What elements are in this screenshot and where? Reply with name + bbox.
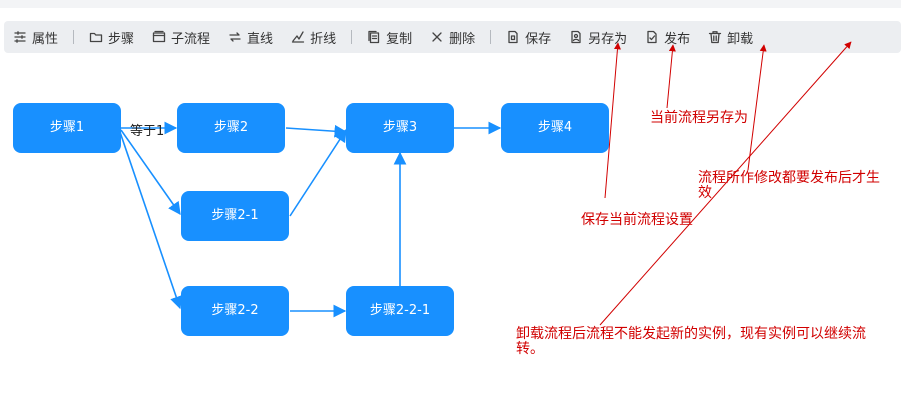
subflow-label: 子流程 (171, 31, 211, 47)
annotation-save: 保存当前流程设置 (581, 212, 693, 228)
delete-label: 删除 (449, 31, 476, 47)
straight-line-icon (229, 32, 241, 42)
save-as-button[interactable]: 另存为 (560, 21, 636, 53)
annotation-publish: 流程所作修改都要发布后才生效 (698, 170, 880, 201)
node-step2-2[interactable]: 步骤2-2 (181, 286, 289, 336)
toolbar-separator (490, 30, 492, 44)
step-label: 步骤 (108, 31, 135, 47)
close-icon (432, 32, 442, 42)
publish-icon (647, 30, 657, 44)
node-step2[interactable]: 步骤2 (177, 103, 285, 153)
publish-label: 发布 (664, 31, 691, 47)
straight-line-button[interactable]: 直线 (219, 21, 282, 53)
uninstall-button[interactable]: 卸载 (699, 21, 762, 53)
properties-button[interactable]: 属性 (4, 21, 67, 53)
edge-step2-step3 (285, 124, 348, 138)
sliders-icon (14, 31, 26, 43)
flow-canvas[interactable]: 步骤1 步骤2 步骤3 步骤4 步骤2-1 步骤2-2 步骤2-2-1 等于1 (0, 60, 901, 417)
edge-step1-step2-2 (119, 131, 183, 310)
window-icon (152, 30, 166, 43)
save-button[interactable]: 保存 (497, 21, 560, 53)
annotation-save-as: 当前流程另存为 (650, 110, 748, 126)
toolbar: 属性 步骤 子流程 直线 折线 复制 删除 保存 另存为 发布 卸载 (4, 21, 901, 53)
edge-label-equals-1: 等于1 (130, 124, 165, 139)
copy-icon (368, 30, 380, 44)
node-step2-1[interactable]: 步骤2-1 (181, 191, 289, 241)
trash-icon (709, 31, 722, 44)
top-strip (0, 0, 901, 8)
polyline-button[interactable]: 折线 (282, 21, 345, 53)
publish-button[interactable]: 发布 (636, 21, 699, 53)
save-as-icon (571, 30, 581, 44)
polyline-label: 折线 (310, 31, 337, 47)
step-button[interactable]: 步骤 (80, 21, 143, 53)
node-step4[interactable]: 步骤4 (501, 103, 609, 153)
straight-line-label: 直线 (247, 31, 274, 47)
properties-label: 属性 (32, 31, 59, 47)
save-icon (508, 30, 518, 44)
save-as-label: 另存为 (588, 31, 628, 47)
toolbar-separator (351, 30, 353, 44)
save-label: 保存 (525, 31, 552, 47)
subflow-button[interactable]: 子流程 (143, 21, 219, 53)
node-step2-2-1[interactable]: 步骤2-2-1 (346, 286, 454, 336)
delete-button[interactable]: 删除 (421, 21, 484, 53)
edge-step2-1-step3 (289, 128, 347, 217)
toolbar-separator (73, 30, 75, 44)
edge-step1-step2-1 (120, 129, 181, 216)
annotation-uninstall: 卸载流程后流程不能发起新的实例，现有实例可以继续流转。 (516, 326, 866, 357)
node-step3[interactable]: 步骤3 (346, 103, 454, 153)
copy-button[interactable]: 复制 (358, 21, 421, 53)
folder-icon (89, 32, 103, 43)
polyline-icon (291, 31, 305, 43)
node-step1[interactable]: 步骤1 (13, 103, 121, 153)
uninstall-label: 卸载 (727, 31, 754, 47)
copy-label: 复制 (386, 31, 413, 47)
